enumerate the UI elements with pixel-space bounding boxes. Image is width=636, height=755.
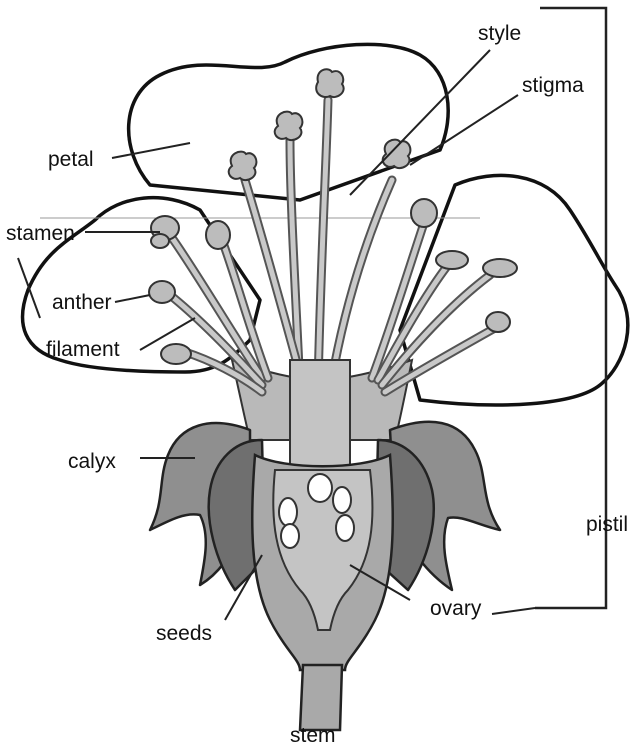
label-stem: stem xyxy=(290,724,336,747)
label-pistil: pistil xyxy=(586,513,628,536)
anther-shape xyxy=(436,251,468,269)
anther-shape xyxy=(486,312,510,332)
anther-shape xyxy=(149,281,175,303)
label-stigma: stigma xyxy=(522,74,584,97)
anther-shape xyxy=(206,221,230,249)
anther-shape xyxy=(161,344,191,364)
seed xyxy=(279,498,297,526)
label-calyx: calyx xyxy=(68,450,116,473)
anther-shape xyxy=(483,259,517,277)
seed xyxy=(336,515,354,541)
label-filament: filament xyxy=(46,338,120,361)
seed xyxy=(308,474,332,502)
leader-ovary-b xyxy=(492,608,535,614)
label-style: style xyxy=(478,22,521,45)
seed xyxy=(281,524,299,548)
label-petal: petal xyxy=(48,148,94,171)
label-seeds: seeds xyxy=(156,622,212,645)
label-stamen: stamen xyxy=(6,222,75,245)
label-anther: anther xyxy=(52,291,112,314)
label-ovary: ovary xyxy=(430,597,482,620)
anther-shape xyxy=(411,199,437,227)
seed xyxy=(333,487,351,513)
stem-shape xyxy=(300,665,342,730)
